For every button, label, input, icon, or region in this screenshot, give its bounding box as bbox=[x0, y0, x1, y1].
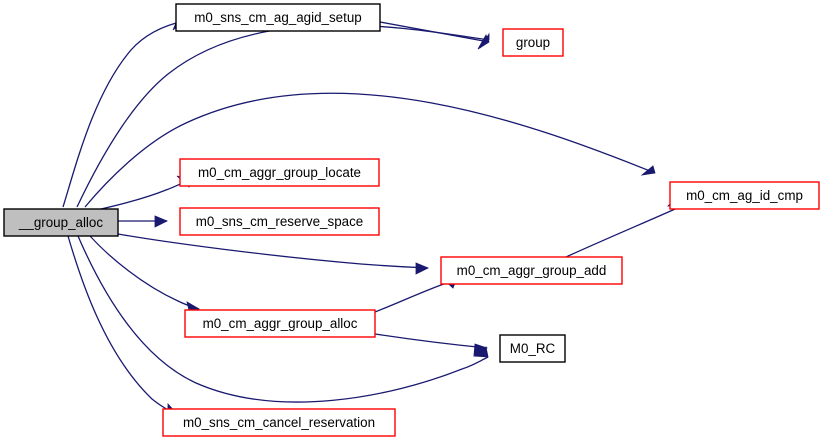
node-label-aggr_group_locate: m0_cm_aggr_group_locate bbox=[198, 165, 361, 180]
edge-group_alloc-to-ag_id_cmp bbox=[84, 92, 656, 208]
node-box-aggr_group_locate[interactable] bbox=[179, 158, 380, 187]
node-aggr_group_alloc[interactable]: m0_cm_aggr_group_alloc bbox=[184, 309, 376, 338]
edge-aggr_group_alloc-to-m0_rc bbox=[374, 333, 489, 356]
edge-line bbox=[62, 20, 185, 208]
node-box-aggr_group_alloc[interactable] bbox=[184, 309, 376, 338]
node-box-aggr_group_add[interactable] bbox=[440, 256, 623, 285]
node-label-cancel_reservation: m0_sns_cm_cancel_reservation bbox=[183, 415, 375, 430]
edge-ag_agid_setup-to-group bbox=[379, 21, 490, 50]
edge-group_alloc-to-aggr_group_locate bbox=[100, 175, 192, 210]
edge-group_alloc-to-aggr_group_add bbox=[117, 233, 429, 275]
edge-line bbox=[76, 24, 490, 208]
node-cancel_reservation[interactable]: m0_sns_cm_cancel_reservation bbox=[162, 408, 396, 437]
node-label-aggr_group_add: m0_cm_aggr_group_add bbox=[457, 263, 607, 278]
edge-arrowhead bbox=[415, 262, 429, 275]
node-box-group[interactable] bbox=[502, 28, 564, 57]
node-ag_id_cmp[interactable]: m0_cm_ag_id_cmp bbox=[669, 181, 820, 210]
node-ag_agid_setup[interactable]: m0_sns_cm_ag_agid_setup bbox=[175, 3, 381, 32]
node-box-cancel_reservation[interactable] bbox=[162, 408, 396, 437]
node-label-group: group bbox=[516, 35, 550, 50]
node-label-aggr_group_alloc: m0_cm_aggr_group_alloc bbox=[203, 316, 358, 331]
edge-aggr_group_add-to-ag_id_cmp bbox=[565, 195, 683, 258]
edge-line bbox=[100, 179, 192, 210]
node-label-ag_id_cmp: m0_cm_ag_id_cmp bbox=[686, 188, 803, 203]
node-label-group_alloc: __group_alloc bbox=[18, 215, 103, 230]
edge-line bbox=[565, 205, 683, 258]
node-m0_rc[interactable]: M0_RC bbox=[499, 334, 566, 363]
node-aggr_group_add[interactable]: m0_cm_aggr_group_add bbox=[440, 256, 623, 285]
node-reserve_space[interactable]: m0_sns_cm_reserve_space bbox=[179, 207, 380, 236]
node-box-ag_id_cmp[interactable] bbox=[669, 181, 820, 210]
node-box-reserve_space[interactable] bbox=[179, 207, 380, 236]
edge-arrowhead bbox=[473, 343, 489, 356]
edge-group_alloc-to-aggr_group_alloc bbox=[89, 235, 200, 315]
edge-line bbox=[379, 21, 490, 43]
edge-group_alloc-to-cancel_reservation bbox=[67, 235, 179, 420]
edge-line bbox=[77, 235, 489, 403]
edge-line bbox=[84, 92, 656, 208]
edge-line bbox=[67, 235, 179, 416]
edge-group_alloc-to-ag_agid_setup bbox=[62, 15, 185, 208]
node-group[interactable]: group bbox=[502, 28, 564, 57]
node-box-ag_agid_setup[interactable] bbox=[175, 3, 381, 32]
node-aggr_group_locate[interactable]: m0_cm_aggr_group_locate bbox=[179, 158, 380, 187]
edge-group_alloc-to-reserve_space bbox=[118, 215, 168, 228]
edge-line bbox=[374, 279, 457, 313]
node-box-group_alloc[interactable] bbox=[3, 208, 119, 237]
node-label-ag_agid_setup: m0_sns_cm_ag_agid_setup bbox=[194, 10, 362, 25]
edge-line bbox=[89, 235, 200, 310]
node-box-m0_rc[interactable] bbox=[499, 334, 566, 363]
edge-arrowhead bbox=[477, 34, 490, 50]
edge-line bbox=[374, 333, 488, 349]
edge-arrowhead bbox=[640, 165, 656, 176]
edge-arrowhead bbox=[154, 215, 168, 228]
nodes-layer: __group_alloc m0_sns_cm_ag_agid_setupgrou… bbox=[3, 3, 820, 437]
node-label-m0_rc: M0_RC bbox=[510, 341, 556, 356]
edge-line bbox=[117, 233, 429, 269]
node-group_alloc[interactable]: __group_alloc bbox=[3, 208, 119, 237]
node-label-reserve_space: m0_sns_cm_reserve_space bbox=[196, 214, 363, 229]
